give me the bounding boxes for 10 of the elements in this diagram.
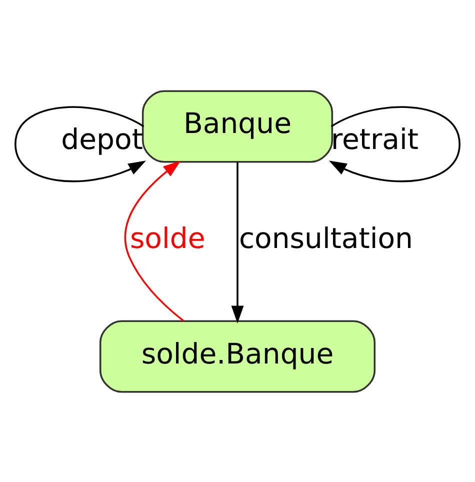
arrow (124, 160, 184, 322)
node-box: Banque (142, 90, 334, 162)
arrow (14, 106, 146, 182)
arrow (231, 162, 244, 324)
edge-label: consultation (238, 222, 413, 255)
edge-label: depot (61, 122, 143, 156)
edge-label: solde (130, 222, 206, 255)
node-box: solde.Banque (99, 320, 376, 392)
edge-label: retrait (330, 122, 418, 156)
arrow (328, 106, 460, 182)
